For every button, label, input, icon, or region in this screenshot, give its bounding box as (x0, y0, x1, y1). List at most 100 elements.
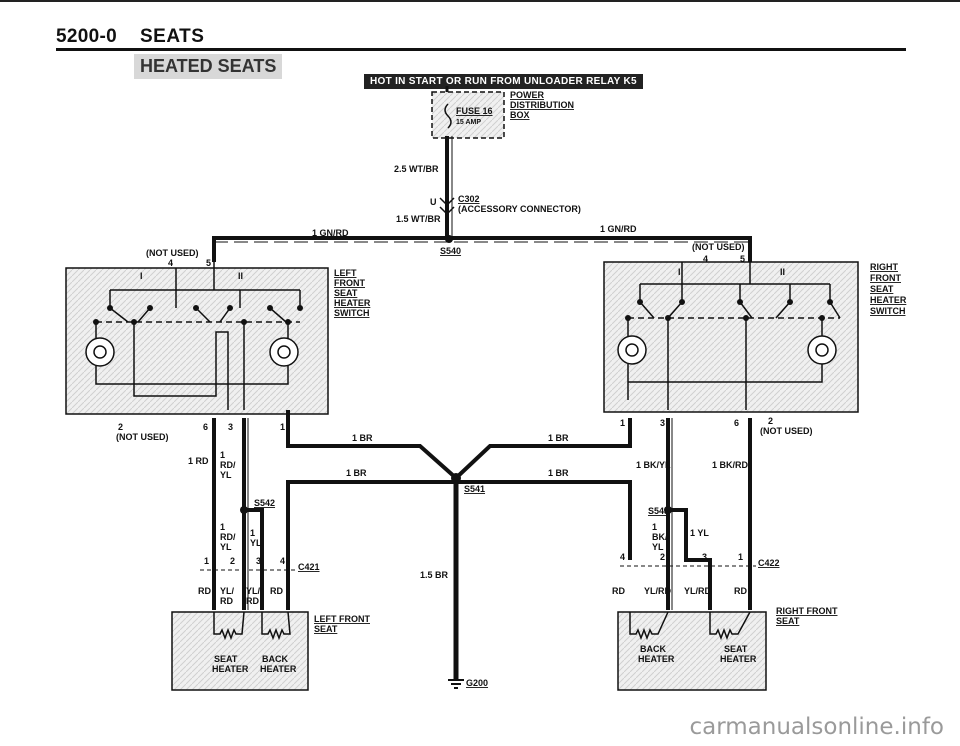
right-seat-color-3: YL/RD (684, 586, 712, 596)
right-switch-title-4: HEATER (870, 295, 907, 305)
left-pos-2: II (238, 271, 243, 281)
splice-s542: S542 (254, 498, 275, 508)
right-pos-1: I (678, 267, 681, 277)
right-pin6: 6 (734, 418, 739, 428)
wire-rdyl-2: RD/ (220, 460, 236, 470)
left-seat-color-1: RD (198, 586, 211, 596)
pdb-title-line1: POWER (510, 90, 545, 100)
left-back-heater-element-icon (261, 611, 291, 641)
s543-wire-bk: BK/ (652, 532, 668, 542)
s543-wire-1: 1 (652, 522, 657, 532)
right-back-heater-2: HEATER (638, 654, 675, 664)
left-pin3: 3 (228, 422, 233, 432)
left-seat: SEAT HEATER BACK HEATER (171, 611, 309, 691)
right-pin5: 5 (740, 254, 745, 264)
right-pin1: 1 (620, 418, 625, 428)
left-seat-pin4: 4 (280, 556, 285, 566)
right-switch-title-2: FRONT (870, 273, 901, 283)
wire-label-gnrd-right: 1 GN/RD (600, 224, 637, 234)
fuse-icon (444, 103, 452, 129)
right-seat-title-2: SEAT (776, 616, 800, 626)
left-not-used-bottom: (NOT USED) (116, 432, 169, 442)
subsection-title: HEATED SEATS (134, 54, 283, 79)
left-switch-title-1: LEFT (334, 268, 357, 278)
splice-s542-dot (240, 506, 248, 514)
wire-label-br-b: 1 BR (548, 433, 569, 443)
s542-wire-1b: 1 (250, 528, 255, 538)
left-back-heater-2: HEATER (260, 664, 297, 674)
left-not-used-top: (NOT USED) (146, 248, 199, 258)
right-seat-pin3: 3 (702, 552, 707, 562)
left-seat-heater-element-icon (213, 611, 245, 641)
right-seat-pin4: 4 (620, 552, 625, 562)
left-pos-1: I (140, 271, 143, 281)
wire-bkyl-right: 1 BK/YL (636, 460, 671, 470)
right-pin3: 3 (660, 418, 665, 428)
right-not-used-bottom: (NOT USED) (760, 426, 813, 436)
left-pin2: 2 (118, 422, 123, 432)
left-switch-title-3: SEAT (334, 288, 358, 298)
right-switch-title-5: SWITCH (870, 306, 906, 316)
left-pin1: 1 (280, 422, 285, 432)
wire-rdyl-3: YL (220, 470, 232, 480)
splice-s543: S543 (648, 506, 669, 516)
left-lamp-icon-2 (269, 337, 299, 367)
c302-label: C302 (458, 194, 480, 204)
watermark: carmanualsonline.info (689, 714, 944, 740)
right-pin4: 4 (703, 254, 708, 264)
left-seat-wires (212, 418, 264, 610)
right-seat-wires (666, 418, 752, 610)
left-seat-pin3: 3 (256, 556, 261, 566)
right-switch-title-3: SEAT (870, 284, 894, 294)
splice-s540-dot (445, 235, 453, 243)
right-switch-title-1: RIGHT (870, 262, 899, 272)
right-seat-heater-1: SEAT (724, 644, 748, 654)
right-seat-color-4: RD (734, 586, 747, 596)
s542-wire-rd: RD/ (220, 532, 236, 542)
right-lamp-icon-2 (807, 335, 837, 365)
left-pin6: 6 (203, 422, 208, 432)
wire-rd-left: 1 RD (188, 456, 209, 466)
wire-label-br-c: 1 BR (346, 468, 367, 478)
right-pin2: 2 (768, 416, 773, 426)
wire-label-15wtbr: 1.5 WT/BR (396, 214, 441, 224)
right-seat-pin2: 2 (660, 552, 665, 562)
s543-wire-yl: YL (652, 542, 664, 552)
left-pin4: 4 (168, 258, 173, 268)
fuse-rating: 15 AMP (456, 119, 481, 126)
right-not-used-top: (NOT USED) (692, 242, 745, 252)
right-back-heater-1: BACK (640, 644, 666, 654)
page-number: 5200-0 (56, 26, 117, 47)
power-distribution-box: FUSE 16 15 AMP POWER DISTRIBUTION BOX (431, 90, 574, 139)
left-switch-title-4: HEATER (334, 298, 371, 308)
left-seat-color-2: YL/ (220, 586, 235, 596)
right-lamp-icon-1 (617, 335, 647, 365)
s542-wire-1: 1 (220, 522, 225, 532)
wire-label-br-d: 1 BR (548, 468, 569, 478)
wire-label-br15: 1.5 BR (420, 570, 449, 580)
left-seat-color-4: YL/ (246, 586, 261, 596)
ground-g200-icon (448, 679, 464, 689)
left-switch-title-5: SWITCH (334, 308, 370, 318)
left-seat-color-6: RD (270, 586, 283, 596)
left-seat-color-5: RD (246, 596, 259, 606)
wire-label-gnrd-left: 1 GN/RD (312, 228, 349, 238)
wire-bkrd-right: 1 BK/RD (712, 460, 749, 470)
left-switch-title-2: FRONT (334, 278, 365, 288)
feed-wire (445, 86, 453, 236)
left-seat-heater-1: SEAT (214, 654, 238, 664)
right-seat: BACK HEATER SEAT HEATER (617, 611, 767, 691)
c302-connector-icon (439, 197, 455, 216)
left-seat-pin1: 1 (204, 556, 209, 566)
right-seat-heater-2: HEATER (720, 654, 757, 664)
section-title: SEATS (140, 26, 205, 47)
s542-wire-yl2: YL (250, 538, 262, 548)
splice-s543-dot (664, 506, 672, 514)
left-pin5: 5 (206, 258, 211, 268)
left-back-heater-1: BACK (262, 654, 288, 664)
right-pos-2: II (780, 267, 785, 277)
c302-u: U (430, 197, 437, 207)
right-seat-pin1: 1 (738, 552, 743, 562)
right-switch: I II (603, 261, 859, 413)
ground-network (286, 418, 632, 680)
